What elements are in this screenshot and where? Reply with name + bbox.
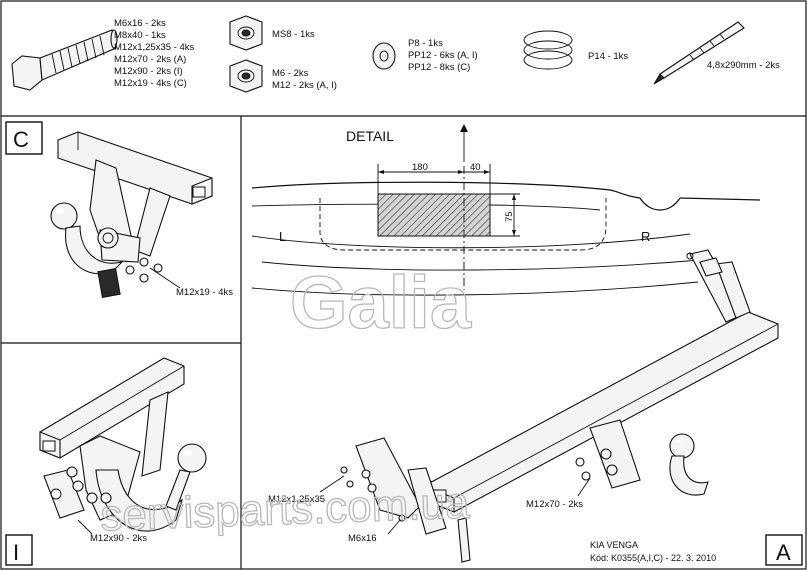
washer-p8-label: P8 - 1ks [408, 38, 443, 49]
nut-ms8-label: MS8 - 1ks [272, 29, 315, 40]
main-bolt-m12x125-label: M12x1,25x35 [268, 494, 325, 505]
detail-left-label: L [279, 229, 286, 244]
cutout-area [377, 193, 491, 237]
dim-75: 75 [504, 211, 515, 222]
panel-i-bolt-label: M12x90 - 2ks [90, 533, 147, 544]
panel-i-letter: I [13, 540, 19, 565]
galia-logo-watermark: Galia [290, 261, 472, 344]
bolt-size-0: M6x16 - 2ks [114, 18, 166, 29]
bolt-icon [11, 29, 118, 91]
dim-180: 180 [412, 162, 428, 173]
nut-m6-label: M6 - 2ks [272, 68, 309, 79]
nut-m12-label: M12 - 2ks (A, I) [272, 80, 337, 91]
panel-a-letter: A [776, 540, 791, 565]
bolt-size-list: M6x16 - 2ks M8x40 - 1ks M12x1,25x35 - 4k… [114, 18, 195, 89]
detail-view: DETAIL [251, 124, 761, 296]
detail-right-label: R [641, 229, 650, 244]
model-name: KIA VENGA [590, 540, 638, 550]
dim-40: 40 [470, 162, 481, 173]
bolt-size-1: M8x40 - 1ks [114, 30, 166, 41]
spring-label: P14 - 1ks [588, 51, 628, 62]
type-i-towbar-illustration [39, 357, 207, 532]
panel-i: I M12x90 - 2ks [5, 357, 207, 566]
cable-tie-label: 4,8x290mm - 2ks [707, 60, 780, 71]
bolt-size-4: M12x90 - 2ks (I) [114, 66, 183, 77]
cable-tie-icon [653, 21, 745, 85]
panel-a: DETAIL [251, 124, 803, 566]
panel-c-letter: C [13, 127, 29, 152]
hex-nut-icon [229, 59, 263, 93]
main-bolt-m12x70-label: M12x70 - 2ks [526, 499, 583, 510]
bolt-size-3: M12x70 - 2ks (A) [114, 54, 186, 65]
type-c-towbar-illustration [50, 131, 213, 298]
lock-nut-icon [229, 15, 263, 51]
spring-washer-icon [523, 30, 573, 70]
drawing-code: Kód: K0355(A,I,C) - 22. 3. 2010 [590, 553, 716, 563]
washer-icon [372, 42, 396, 70]
washer-pp12a-label: PP12 - 6ks (A, I) [408, 50, 478, 61]
bolt-size-2: M12x1,25x35 - 4ks [114, 42, 195, 53]
panel-c: C M12x19 - 4ks [5, 121, 233, 298]
type-a-towbar-illustration [340, 249, 779, 563]
detail-title: DETAIL [346, 128, 394, 144]
bolt-size-5: M12x19 - 4ks (C) [114, 78, 187, 89]
panel-c-bolt-label: M12x19 - 4ks [176, 287, 233, 298]
washer-pp12c-label: PP12 - 8ks (C) [408, 62, 470, 73]
main-bolt-m6x16-label: M6x16 [348, 533, 377, 544]
website-watermark: servisparts.com.ua [100, 479, 471, 541]
